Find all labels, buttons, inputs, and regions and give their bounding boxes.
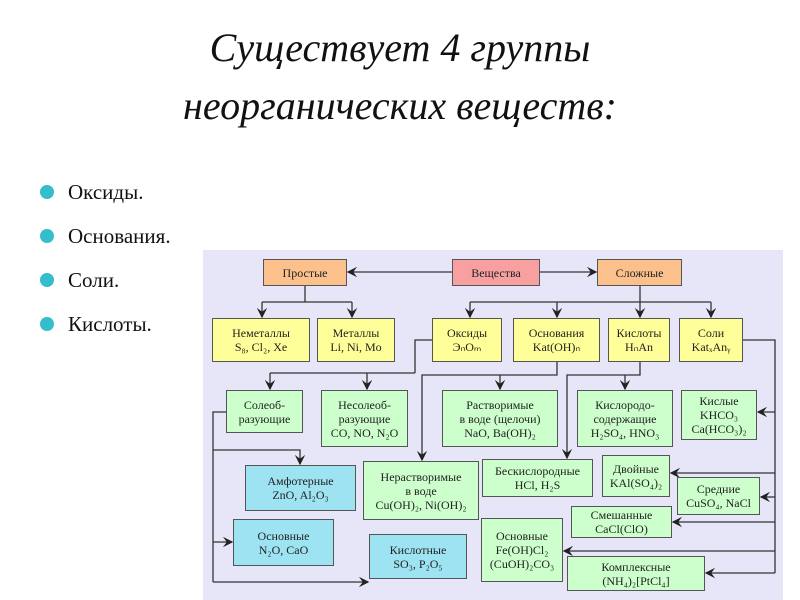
bullet-text: Кислоты.: [68, 311, 152, 336]
connector-line: [743, 339, 776, 573]
box-text: KHCO₃: [699, 408, 739, 422]
box-text: Бескислородные: [495, 464, 580, 478]
box-text: в воде: [405, 483, 437, 498]
box-slozhnye: Сложные: [597, 259, 682, 286]
box-text: Смешанные: [590, 508, 653, 522]
bullet-item: Оксиды.: [40, 170, 171, 214]
box-text: Простые: [282, 265, 328, 280]
box-text: Fe(OH)Cl₂: [495, 543, 549, 557]
box-text: содержащие: [593, 411, 657, 426]
box-text: Kat(OH)ₙ: [532, 340, 581, 354]
bullet-dot-icon: [40, 273, 54, 287]
title-line-2: неорганических веществ:: [183, 83, 617, 128]
connector-line: [212, 411, 226, 582]
box-text: Основные: [257, 528, 310, 543]
box-text: CaCl(ClO): [595, 522, 648, 536]
box-text: Основные: [496, 529, 548, 543]
box-text: Cu(OH)₂, Ni(OH)₂: [375, 497, 467, 512]
box-text: Нерастворимые: [380, 469, 462, 484]
box-soleobr: Солеоб-разующие: [226, 390, 303, 433]
box-prostye: Простые: [263, 259, 347, 286]
box-text: (NH₄)₂[PtCl₄]: [602, 573, 670, 588]
bullet-dot-icon: [40, 185, 54, 199]
box-text: Кислые: [699, 394, 739, 408]
box-text: Металлы: [332, 326, 380, 340]
bullet-item: Кислоты.: [40, 302, 171, 346]
box-text: Li, Ni, Mo: [330, 340, 382, 354]
box-text: HCl, H₂S: [514, 478, 561, 492]
box-text: SO₃, P₂O₅: [393, 556, 443, 571]
box-text: Основания: [528, 326, 585, 340]
box-text: Ca(HCO₃)₂: [691, 422, 747, 436]
box-text: Неметаллы: [232, 326, 290, 340]
box-veshchestva: Вещества: [452, 259, 540, 286]
box-text: Кислоты: [616, 326, 662, 340]
box-text: ЭₙOₘ: [452, 340, 482, 354]
box-text: Сложные: [615, 265, 664, 280]
box-text: NaO, Ba(OH)₂: [464, 425, 536, 440]
box-text: Средние: [696, 482, 741, 496]
box-text: в воде (щелочи): [459, 411, 541, 426]
box-text: CuSO₄, NaCl: [686, 496, 751, 510]
box-text: Вещества: [471, 265, 521, 280]
box-text: N₂O, CaO: [258, 542, 309, 557]
box-text: HₙAn: [624, 340, 654, 354]
bullet-text: Основания.: [68, 223, 171, 248]
box-text: H₂SO₄, HNO₃: [590, 425, 660, 440]
connector-arrow: [213, 449, 306, 466]
box-text: Соли: [697, 326, 725, 340]
bullet-text: Соли.: [68, 267, 120, 292]
connector-arrow: [416, 362, 558, 462]
connector-arrow: [561, 362, 641, 460]
bullet-item: Соли.: [40, 258, 171, 302]
box-text: разующие: [238, 411, 291, 426]
box-text: KatₓAnᵧ: [691, 340, 731, 354]
box-text: Двойные: [612, 462, 659, 476]
connector-lines: [212, 266, 776, 588]
box-text: Комплексные: [601, 559, 671, 574]
box-kompleksnye: Комплексные(NH₄)₂[PtCl₄]: [567, 556, 705, 591]
bullet-list: Оксиды. Основания. Соли. Кислоты.: [40, 170, 171, 346]
bullet-dot-icon: [40, 229, 54, 243]
bullet-item: Основания.: [40, 214, 171, 258]
box-text: Оксиды: [446, 326, 488, 340]
box-text: ZnO, Al₂O₃: [272, 488, 329, 502]
box-text: (CuOH)₂CO₃: [489, 557, 555, 571]
bullet-text: Оксиды.: [68, 179, 144, 204]
box-text: Несолеоб-: [338, 397, 391, 412]
title-line-1: Существует 4 группы: [209, 25, 591, 70]
connector-line: [414, 339, 432, 373]
box-text: разующие: [338, 411, 391, 426]
slide-title: Существует 4 группы неорганических вещес…: [0, 20, 800, 134]
box-text: KAl(SO₄)₂: [609, 476, 663, 490]
box-text: Солеоб-: [243, 397, 286, 412]
box-text: CO, NO, N₂O: [330, 425, 399, 440]
box-text: Кислотные: [389, 542, 447, 557]
box-text: Растворимые: [466, 397, 534, 412]
box-text: Кислородо-: [595, 397, 655, 412]
box-text: S₈, Cl₂, Xe: [234, 340, 288, 354]
box-text: Амфотерные: [267, 474, 334, 488]
bullet-dot-icon: [40, 317, 54, 331]
